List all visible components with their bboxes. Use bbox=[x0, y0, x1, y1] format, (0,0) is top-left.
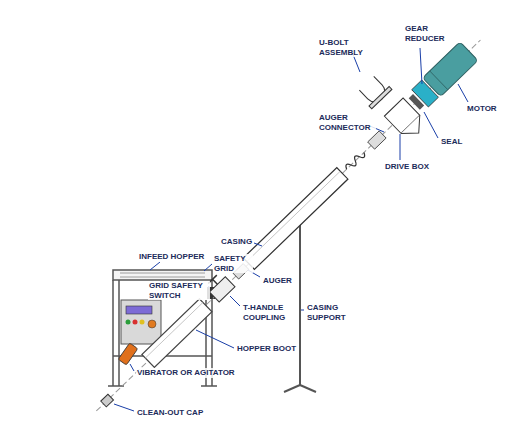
safety-grid bbox=[120, 273, 205, 277]
part-label: CLEAN-OUT CAP bbox=[136, 408, 204, 418]
part-label: SEAL bbox=[440, 137, 463, 147]
casing-support bbox=[284, 210, 316, 392]
part-label: VIBRATOR OR AGITATOR bbox=[136, 368, 236, 378]
part-label: U-BOLT ASSEMBLY bbox=[318, 38, 368, 57]
part-label: SAFETY GRID bbox=[213, 254, 253, 273]
part-label: AUGER bbox=[262, 276, 293, 286]
control-panel bbox=[121, 300, 161, 344]
leader-lines bbox=[114, 48, 468, 411]
part-label: T-HANDLE COUPLING bbox=[242, 303, 292, 322]
part-label: AUGER CONNECTOR bbox=[318, 113, 376, 132]
vibrator bbox=[118, 343, 138, 365]
part-label: HOPPER BOOT bbox=[236, 344, 297, 354]
part-label: GRID SAFETY SWITCH bbox=[148, 281, 210, 300]
part-label: CASING SUPPORT bbox=[306, 303, 354, 322]
part-label: INFEED HOPPER bbox=[138, 252, 205, 262]
part-label: GEAR REDUCER bbox=[404, 24, 454, 43]
auger-assembly bbox=[63, 5, 497, 428]
part-label: DRIVE BOX bbox=[384, 162, 430, 172]
part-label: MOTOR bbox=[466, 104, 498, 114]
part-label: CASING bbox=[220, 237, 253, 247]
